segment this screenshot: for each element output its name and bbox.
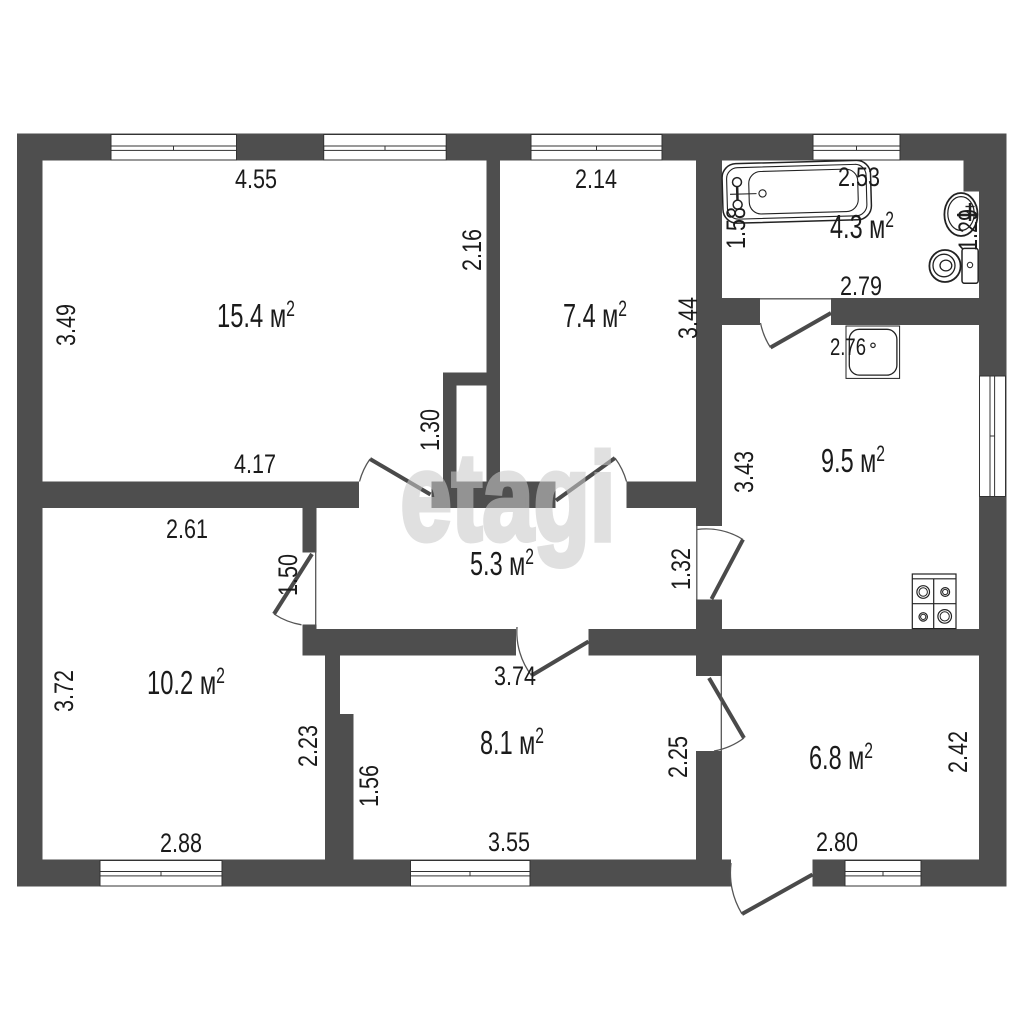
svg-text:8.1 м2: 8.1 м2	[480, 723, 544, 761]
svg-text:2.23: 2.23	[293, 725, 323, 767]
svg-text:9.5 м2: 9.5 м2	[821, 441, 885, 479]
svg-text:2.76: 2.76	[830, 334, 866, 361]
svg-text:2.61: 2.61	[166, 514, 208, 544]
svg-text:2.16: 2.16	[457, 229, 487, 271]
svg-text:etagi: etagi	[401, 429, 616, 567]
svg-text:2.88: 2.88	[160, 828, 202, 858]
svg-text:3.55: 3.55	[488, 827, 530, 857]
svg-text:7.4 м2: 7.4 м2	[563, 296, 627, 334]
svg-text:1.30: 1.30	[415, 409, 445, 451]
svg-text:1.32: 1.32	[666, 548, 696, 590]
svg-text:10.2 м2: 10.2 м2	[147, 663, 225, 701]
svg-text:2.14: 2.14	[575, 164, 617, 194]
svg-text:1.58: 1.58	[721, 207, 751, 249]
svg-text:5.3 м2: 5.3 м2	[470, 544, 534, 582]
svg-text:1.50: 1.50	[273, 554, 303, 596]
svg-text:3.43: 3.43	[729, 451, 759, 493]
svg-text:2.80: 2.80	[816, 827, 858, 857]
svg-text:2.42: 2.42	[943, 731, 973, 773]
svg-text:15.4 м2: 15.4 м2	[217, 296, 295, 334]
svg-text:3.72: 3.72	[49, 670, 79, 712]
svg-text:3.49: 3.49	[51, 304, 81, 346]
svg-text:1.56: 1.56	[354, 765, 384, 807]
svg-text:4.55: 4.55	[235, 164, 277, 194]
svg-text:2.53: 2.53	[838, 162, 880, 192]
svg-text:4.3 м2: 4.3 м2	[830, 207, 894, 245]
svg-text:6.8 м2: 6.8 м2	[809, 738, 873, 776]
svg-text:1.29: 1.29	[953, 209, 983, 251]
svg-text:3.44: 3.44	[673, 297, 703, 339]
svg-text:2.25: 2.25	[663, 736, 693, 778]
svg-text:2.79: 2.79	[840, 271, 882, 301]
svg-text:4.17: 4.17	[234, 449, 276, 479]
svg-text:3.74: 3.74	[494, 661, 536, 691]
